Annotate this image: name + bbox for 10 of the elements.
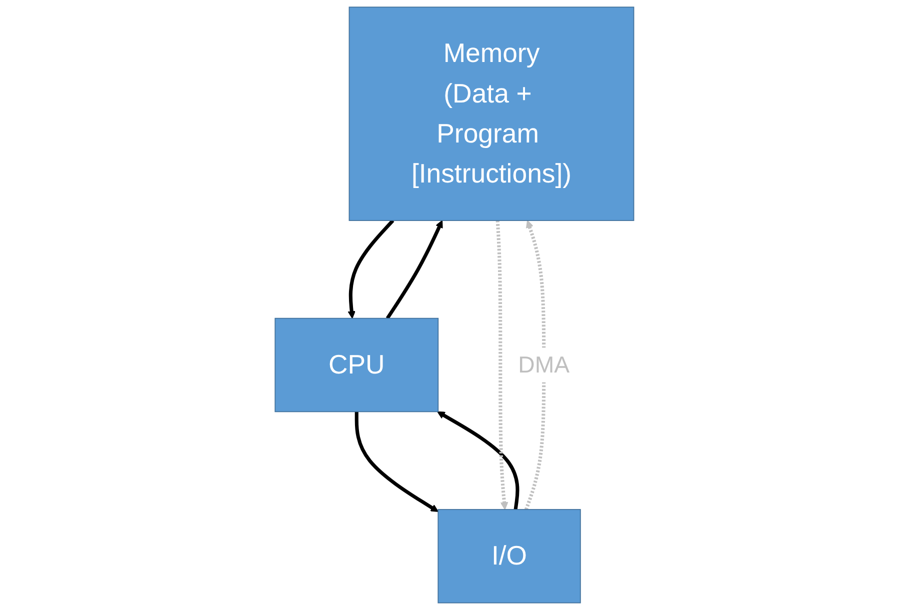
arrow	[495, 220, 508, 510]
arrow	[354, 412, 438, 512]
arrow	[385, 220, 442, 320]
node-box: I/O	[437, 509, 580, 604]
edge-label: DMA	[518, 351, 570, 378]
arrow	[436, 411, 519, 510]
arrow	[524, 220, 546, 510]
node-box: CPU	[274, 318, 438, 412]
node-box: Memory (Data + Program [Instructions])	[348, 6, 634, 221]
arrow	[347, 219, 394, 319]
